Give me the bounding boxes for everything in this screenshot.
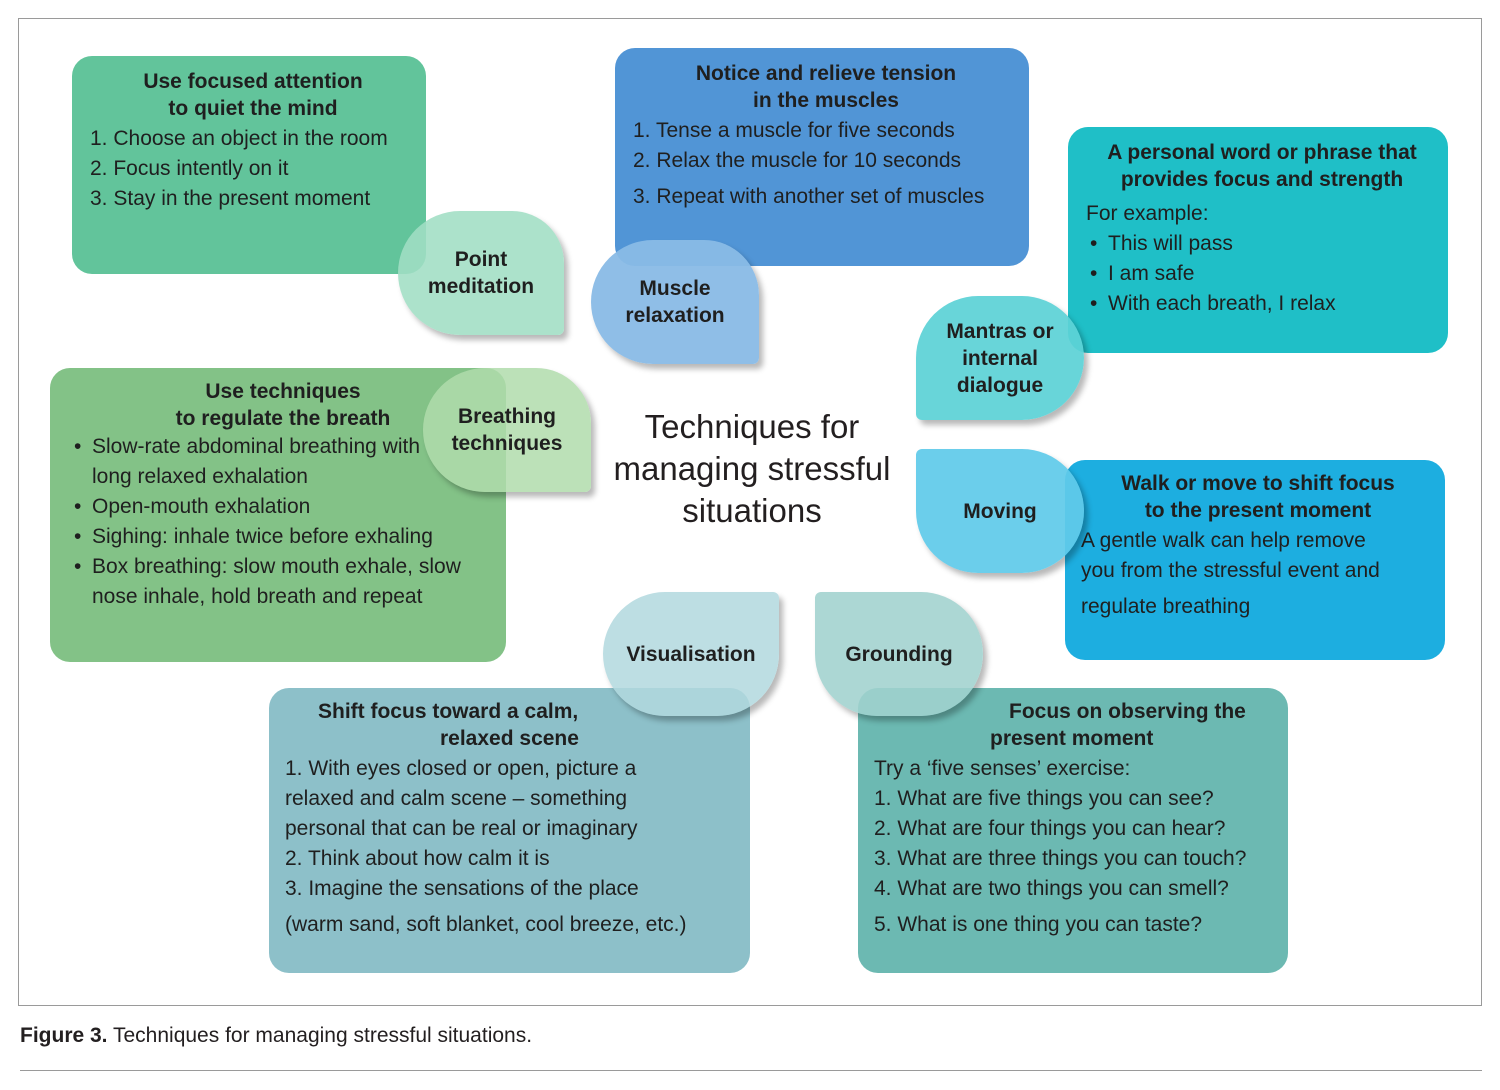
list-item: Box breathing: slow mouth exhale, slow n… (70, 552, 462, 612)
list-item: 1. With eyes closed or open, picture a (285, 757, 637, 780)
body-text: A gentle walk can help remove (1081, 529, 1366, 552)
figure-caption: Figure 3. Techniques for managing stress… (20, 1024, 532, 1048)
list-item: This will pass (1086, 229, 1438, 259)
petal-muscle-relaxation: Muscle relaxation (591, 240, 759, 364)
title-line: relaxed scene (440, 727, 579, 750)
muscle-relaxation-title: Notice and relieve tension in the muscle… (633, 60, 1019, 114)
grounding-title: Focus on observing the present moment (874, 698, 1278, 752)
visualisation-box: Shift focus toward a calm, relaxed scene… (269, 688, 750, 973)
point-meditation-title: Use focused attention to quiet the mind (90, 68, 416, 122)
title-line: A personal word or phrase that (1107, 141, 1417, 164)
petal-mantras: Mantras or internal dialogue (916, 296, 1084, 420)
title-line: to quiet the mind (168, 97, 338, 120)
muscle-relaxation-box: Notice and relieve tension in the muscle… (615, 48, 1029, 266)
title-line: Notice and relieve tension (695, 62, 957, 85)
title-line: Focus on observing the (1009, 700, 1246, 723)
list-item: 3. Imagine the sensations of the place (285, 877, 639, 900)
list-item: Open-mouth exhalation (70, 492, 470, 522)
intro-text: Try a ‘five senses’ exercise: (874, 757, 1131, 780)
petal-moving: Moving (916, 449, 1084, 573)
list-item: 5. What is one thing you can taste? (874, 913, 1203, 936)
list-item: 1. Tense a muscle for five seconds (633, 119, 955, 142)
grounding-box: Focus on observing the present moment Tr… (858, 688, 1288, 973)
breathing-box: Use techniques to regulate the breath Sl… (50, 368, 506, 662)
mantras-title: A personal word or phrase that provides … (1086, 139, 1438, 193)
title-line: Shift focus toward a calm, (318, 700, 579, 723)
moving-title: Walk or move to shift focus to the prese… (1081, 470, 1435, 524)
caption-text: Techniques for managing stressful situat… (113, 1024, 533, 1047)
point-meditation-box: Use focused attention to quiet the mind … (72, 56, 426, 274)
list-item: (warm sand, soft blanket, cool breeze, e… (285, 913, 687, 936)
list-item: relaxed and calm scene – something (285, 787, 628, 810)
breathing-title: Use techniques to regulate the breath (70, 378, 496, 432)
title-line: Use focused attention (143, 70, 363, 93)
list-item: 2. Think about how calm it is (285, 847, 550, 870)
list-item: With each breath, I relax (1086, 289, 1438, 319)
caption-label: Figure 3. (20, 1024, 108, 1047)
title-line: present moment (990, 727, 1154, 750)
petal-breathing: Breathing techniques (423, 368, 591, 492)
petal-point-meditation: Point meditation (398, 211, 564, 335)
list-item: I am safe (1086, 259, 1438, 289)
figure-frame (18, 18, 1482, 1006)
list-item: Slow-rate abdominal breathing with long … (70, 432, 422, 492)
list-item: 2. Focus intently on it (90, 157, 289, 180)
list-item: 1. Choose an object in the room (90, 127, 388, 150)
list-item: personal that can be real or imaginary (285, 817, 638, 840)
title-line: provides focus and strength (1120, 168, 1404, 191)
list-item: 4. What are two things you can smell? (874, 877, 1229, 900)
moving-box: Walk or move to shift focus to the prese… (1065, 460, 1445, 660)
list-item: 3. Repeat with another set of muscles (633, 185, 985, 208)
bottom-divider (20, 1070, 1482, 1071)
title-line: to the present moment (1144, 499, 1372, 522)
visualisation-title: Shift focus toward a calm, relaxed scene (285, 698, 740, 752)
title-line: to regulate the breath (175, 407, 391, 430)
body-text: regulate breathing (1081, 595, 1251, 618)
mantras-box: A personal word or phrase that provides … (1068, 127, 1448, 353)
list-item: 2. Relax the muscle for 10 seconds (633, 149, 962, 172)
body-text: you from the stressful event and (1081, 559, 1380, 582)
list-item: Sighing: inhale twice before exhaling (70, 522, 470, 552)
petal-visualisation: Visualisation (603, 592, 779, 716)
petal-grounding: Grounding (815, 592, 983, 716)
list-item: 3. What are three things you can touch? (874, 847, 1247, 870)
title-line: in the muscles (753, 89, 899, 112)
list-item: 1. What are five things you can see? (874, 787, 1214, 810)
center-title: Techniques for managing stressful situat… (613, 408, 891, 529)
list-item: 2. What are four things you can hear? (874, 817, 1226, 840)
intro-text: For example: (1086, 202, 1209, 225)
title-line: Walk or move to shift focus (1121, 472, 1395, 495)
title-line: Use techniques (205, 380, 361, 403)
list-item: 3. Stay in the present moment (90, 187, 371, 210)
